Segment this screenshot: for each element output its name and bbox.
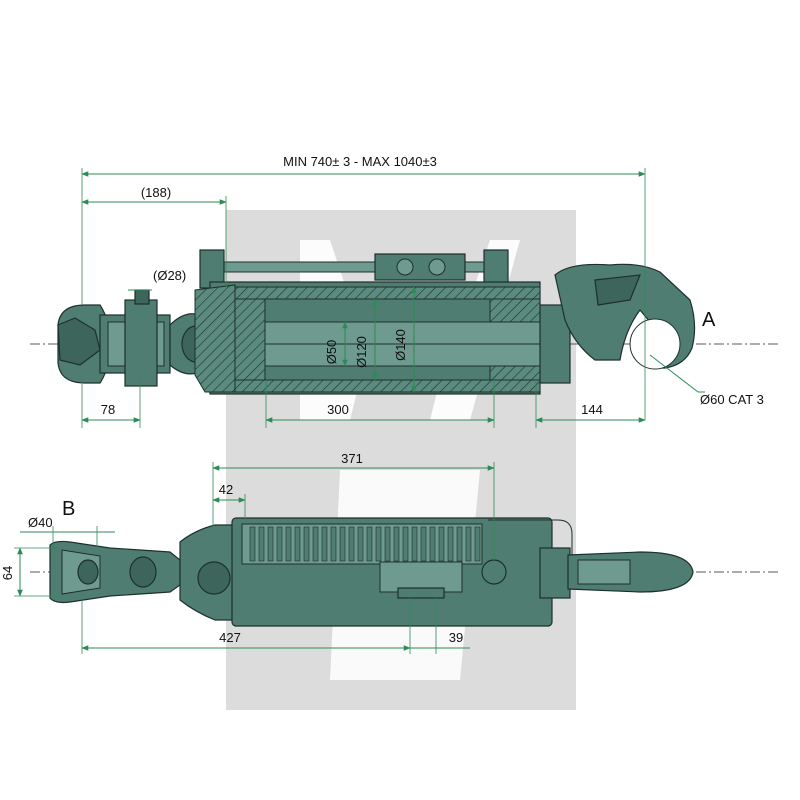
rib <box>303 526 310 562</box>
view-b-label: B <box>62 498 75 520</box>
valve-port-1 <box>396 258 414 276</box>
tube-wall-top <box>234 286 541 300</box>
rib <box>438 526 445 562</box>
bore-dia-label: Ø120 <box>354 336 369 368</box>
port-offset-label: 42 <box>219 482 233 497</box>
port-distance-label: 371 <box>341 451 363 466</box>
tie-rod-valve <box>374 253 466 281</box>
bottom-dimensions: 371 42 Ø40 B 64 427 39 <box>0 451 495 654</box>
bottom-view <box>30 517 780 627</box>
rib <box>312 526 319 562</box>
rib <box>357 526 364 562</box>
valve-port-2 <box>428 258 446 276</box>
rib <box>285 526 292 562</box>
ribs <box>249 526 481 562</box>
tube-dia-label: Ø140 <box>393 329 408 361</box>
rib <box>447 526 454 562</box>
gland-top <box>489 298 541 323</box>
overall-length-label: MIN 740± 3 - MAX 1040±3 <box>283 154 437 169</box>
rib <box>366 526 373 562</box>
rod-dia-label: Ø50 <box>324 340 339 365</box>
piston <box>234 298 266 381</box>
bottom-hook-slot <box>577 559 631 585</box>
width-label: 64 <box>0 566 15 580</box>
view-a-label: A <box>702 309 716 331</box>
cylinder-head-cap <box>194 284 236 393</box>
hook-length-label: 144 <box>581 402 603 417</box>
pin-dia-bottom-label: Ø40 <box>28 515 53 530</box>
rib <box>339 526 346 562</box>
rib <box>348 526 355 562</box>
ball-end-length-label: 78 <box>101 402 115 417</box>
hook-latch <box>594 274 641 306</box>
bottom-port <box>481 559 507 585</box>
rib <box>375 526 382 562</box>
rib <box>465 526 472 562</box>
front-length-label: 427 <box>219 630 241 645</box>
rib <box>330 526 337 562</box>
valve-width-label: 39 <box>449 630 463 645</box>
hook-eye <box>629 318 681 370</box>
gland-bottom <box>489 365 541 381</box>
rib <box>420 526 427 562</box>
rib <box>402 526 409 562</box>
rib <box>267 526 274 562</box>
rib <box>393 526 400 562</box>
pin-dia-top-label: (Ø28) <box>153 268 186 283</box>
rib <box>321 526 328 562</box>
tube-wall-bottom <box>234 379 541 393</box>
rib <box>294 526 301 562</box>
top-view <box>30 249 780 395</box>
stroke-label: 300 <box>327 402 349 417</box>
fork-swivel <box>129 556 157 588</box>
end-cap-boss <box>197 561 231 595</box>
bottom-hook-adapter <box>539 547 571 599</box>
rib <box>384 526 391 562</box>
valve-base <box>397 587 445 599</box>
rib <box>249 526 256 562</box>
hook-spec-label: Ø60 CAT 3 <box>700 392 764 407</box>
pin-head <box>134 289 150 305</box>
rib <box>411 526 418 562</box>
bottom-valve-block <box>379 561 463 593</box>
rib <box>258 526 265 562</box>
top-dimensions: MIN 740± 3 - MAX 1040±3 (188) (Ø28) Ø50 … <box>81 154 764 428</box>
rib <box>474 526 481 562</box>
yoke-pin <box>124 299 158 387</box>
rib <box>276 526 283 562</box>
ball-offset-label: (188) <box>141 185 171 200</box>
fork-pin <box>77 559 99 585</box>
rib <box>429 526 436 562</box>
rib <box>456 526 463 562</box>
